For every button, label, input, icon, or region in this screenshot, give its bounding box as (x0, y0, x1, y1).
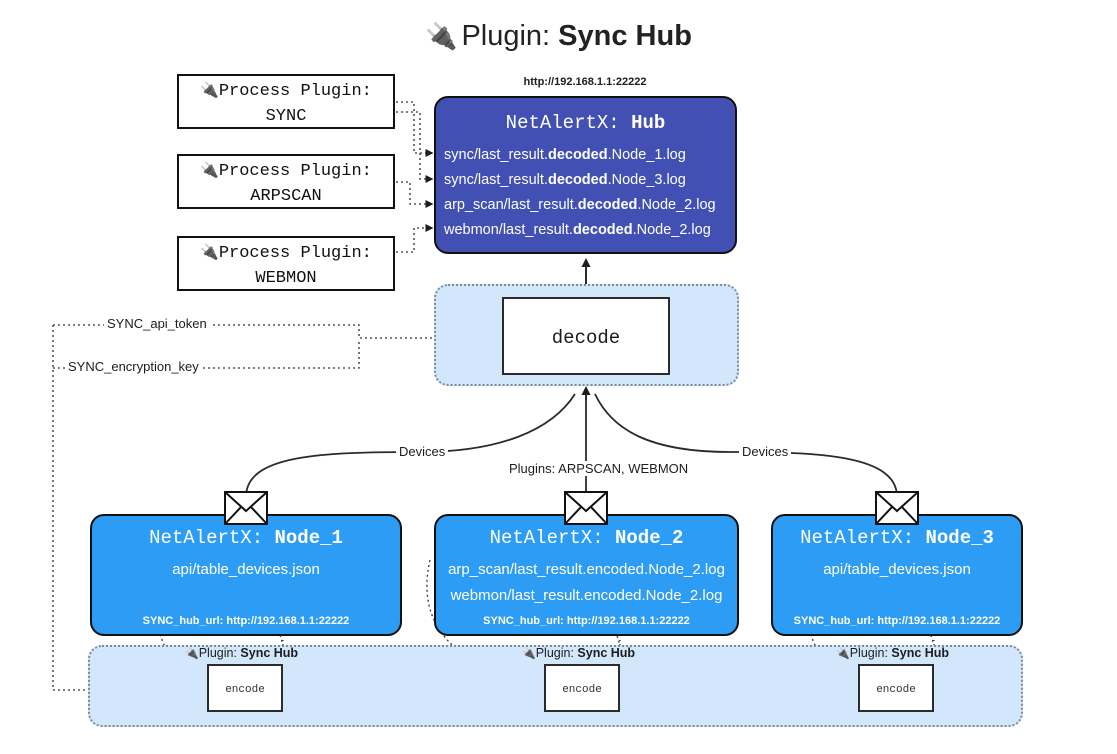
node-footer: SYNC_hub_url: http://192.168.1.1:22222 (793, 615, 1001, 627)
node-box-node-1[interactable]: NetAlertX: Node_1 api/table_devices.json… (90, 514, 402, 636)
plug-icon: 🔌 (425, 21, 458, 51)
plug-icon: 🔌 (200, 243, 219, 261)
encode-plugin-label-3: 🔌Plugin: Sync Hub (836, 646, 950, 660)
hub-title-prefix: NetAlertX: (505, 112, 632, 134)
node-line: api/table_devices.json (823, 561, 971, 578)
hub-log-row: sync/last_result.decoded.Node_3.log (444, 172, 686, 188)
node-lines: api/table_devices.json (773, 557, 1021, 583)
node-title-name: Node_3 (925, 527, 994, 549)
node-title-name: Node_2 (615, 527, 684, 549)
node-line: webmon/last_result.encoded.Node_2.log (450, 587, 723, 604)
process-plugin-label: Process Plugin: (218, 82, 372, 101)
hub-title-name: Hub (631, 112, 666, 134)
page-title-name: Sync Hub (558, 20, 692, 52)
edge-label-plugins-center: Plugins: ARPSCAN, WEBMON (506, 461, 692, 476)
edge-label-devices-right: Devices (739, 444, 792, 459)
hub-url-label: http://192.168.1.1:22222 (523, 76, 647, 88)
node-title: NetAlertX: Node_2 (489, 527, 684, 549)
encode-box-1[interactable]: encode (207, 664, 283, 712)
edge-label-devices-left: Devices (396, 444, 449, 459)
page-title-prefix: Plugin: (461, 20, 559, 52)
hub-log-row: webmon/last_result.decoded.Node_2.log (444, 222, 711, 238)
plug-icon: 🔌 (200, 81, 219, 99)
node-footer: SYNC_hub_url: http://192.168.1.1:22222 (142, 615, 350, 627)
process-plugin-label: Process Plugin: (218, 162, 372, 181)
node-line: api/table_devices.json (172, 561, 320, 578)
process-plugin-name: SYNC (265, 107, 307, 126)
node-lines: arp_scan/last_result.encoded.Node_2.log … (436, 557, 737, 609)
node-title-name: Node_1 (274, 527, 343, 549)
node-lines: api/table_devices.json (92, 557, 400, 583)
node-box-node-3[interactable]: NetAlertX: Node_3 api/table_devices.json… (771, 514, 1023, 636)
hub-node[interactable]: NetAlertX: Hub sync/last_result.decoded.… (434, 96, 737, 254)
node-title: NetAlertX: Node_3 (800, 527, 994, 549)
process-plugin-label: Process Plugin: (218, 244, 372, 263)
encode-plugin-label-2: 🔌Plugin: Sync Hub (522, 646, 636, 660)
decode-box[interactable]: decode (502, 297, 670, 375)
page-title: 🔌Plugin: Sync Hub (0, 16, 1117, 56)
process-plugin-arpscan[interactable]: 🔌Process Plugin: ARPSCAN (177, 154, 395, 209)
encode-box-3[interactable]: encode (858, 664, 934, 712)
plug-icon: 🔌 (185, 648, 199, 660)
hub-log-rows: sync/last_result.decoded.Node_1.log sync… (436, 143, 735, 243)
hub-title: NetAlertX: Hub (436, 112, 735, 134)
node-title: NetAlertX: Node_1 (149, 527, 343, 549)
hub-log-row: arp_scan/last_result.decoded.Node_2.log (444, 197, 716, 213)
node-line: arp_scan/last_result.encoded.Node_2.log (448, 561, 725, 578)
process-plugin-name: ARPSCAN (250, 187, 322, 206)
process-plugin-webmon[interactable]: 🔌Process Plugin: WEBMON (177, 236, 395, 291)
process-plugin-sync[interactable]: 🔌Process Plugin: SYNC (177, 74, 395, 129)
plug-icon: 🔌 (836, 648, 850, 660)
edge-label-sync-encryption-key: SYNC_encryption_key (65, 359, 202, 374)
encode-plugin-label-1: 🔌Plugin: Sync Hub (185, 646, 299, 660)
node-box-node-2[interactable]: NetAlertX: Node_2 arp_scan/last_result.e… (434, 514, 739, 636)
node-footer: SYNC_hub_url: http://192.168.1.1:22222 (483, 615, 690, 627)
encode-box-2[interactable]: encode (544, 664, 620, 712)
hub-log-row: sync/last_result.decoded.Node_1.log (444, 147, 686, 163)
process-plugin-name: WEBMON (255, 269, 317, 288)
edge-label-sync-api-token: SYNC_api_token (104, 316, 210, 331)
plug-icon: 🔌 (200, 161, 219, 179)
plug-icon: 🔌 (522, 648, 536, 660)
